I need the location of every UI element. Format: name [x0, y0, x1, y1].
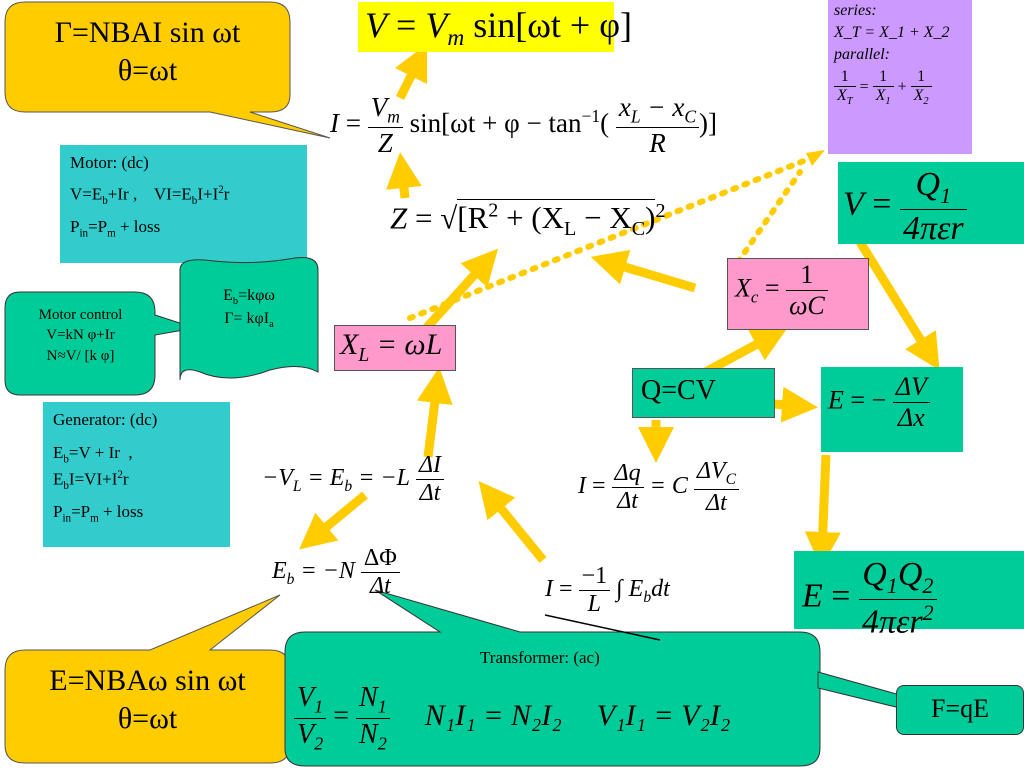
voltage-equation-box	[358, 2, 614, 52]
impedance-equation: Z = √[R2 + (XL − XC)2	[390, 199, 666, 241]
force-connector	[817, 671, 901, 709]
bubble-top-left: Γ=NBAI sin ωt θ=ωt	[10, 14, 285, 89]
xl-box	[334, 325, 456, 371]
bubble-bottom-left-shape	[4, 594, 291, 764]
motor-control-line2: N≈V/ [k φ]	[46, 347, 115, 364]
back-emf-card: Eb=kφω Γ= kφIa	[185, 286, 313, 331]
xc-box	[727, 258, 869, 330]
motor-dc-line1: V=Eb+Ir , VI=EbI+I2r	[70, 183, 230, 207]
generator-angle-equation: θ=ωt	[117, 701, 178, 735]
bubble-top-left-shape	[4, 1, 331, 139]
generator-line2: EbI=VI+I2r	[53, 469, 129, 493]
generator-emf-equation: E=NBAω sin ωt	[49, 664, 246, 697]
bubble-bottom-left: E=NBAω sin ωt θ=ωt	[10, 662, 285, 737]
motor-control-shape	[4, 291, 196, 396]
generator-line3: Pin=Pm + loss	[53, 502, 144, 525]
transformer-title: Transformer: (ac)	[480, 648, 600, 667]
qcv-label: Q=CV	[641, 375, 716, 406]
torque-equation: Γ=NBAI sin ωt	[54, 16, 241, 49]
series-label: series:	[834, 2, 877, 19]
voltage-equation: V = Vm sin[ωt + φ]	[365, 5, 632, 52]
generator-title: Generator: (dc)	[53, 410, 158, 429]
qcv-box: Q=CV	[632, 368, 775, 418]
series-equation: X_T = X_1 + X_2	[834, 24, 950, 41]
motor-control: Motor control V=kN φ+Ir N≈V/ [k φ]	[8, 305, 153, 366]
motor-dc-title: Motor: (dc)	[70, 153, 149, 172]
parallel-label: parallel:	[834, 46, 890, 63]
potential-box	[838, 162, 1024, 244]
force-label: F=qE	[930, 694, 989, 723]
transformer-shape	[284, 589, 821, 767]
angle-equation: θ=ωt	[117, 53, 178, 87]
back-emf-line1: Eb=kφω	[223, 287, 275, 308]
inductive-reactance: XL = ωL	[340, 328, 443, 366]
gradient-box	[821, 367, 963, 452]
motor-dc-line2: Pin=Pm + loss	[70, 216, 161, 240]
coulomb-box	[794, 551, 1024, 629]
generator-line1: Eb=V + Ir ,	[53, 442, 133, 466]
motor-control-line1: V=kN φ+Ir	[46, 327, 115, 344]
motor-control-title: Motor control	[38, 307, 123, 323]
back-emf-line2: Γ= kφIa	[224, 309, 274, 330]
motor-dc-box: Motor: (dc) V=Eb+Ir , VI=EbI+I2r Pin=Pm …	[60, 145, 307, 263]
generator-dc-box: Generator: (dc) Eb=V + Ir , EbI=VI+I2r P…	[43, 402, 230, 547]
force-box: F=qE	[896, 685, 1024, 735]
